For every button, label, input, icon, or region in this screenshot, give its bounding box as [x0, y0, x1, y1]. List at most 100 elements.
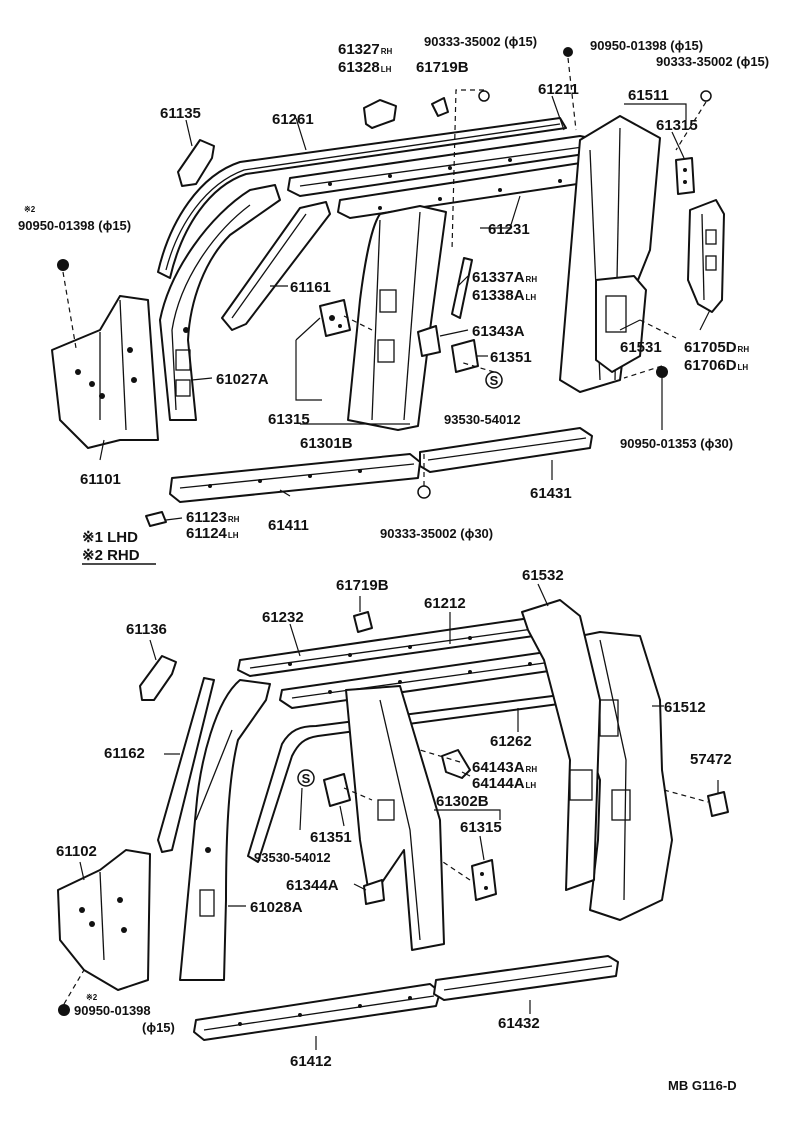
- label-61315-mid: 61315: [268, 411, 310, 428]
- label-61432: 61432: [498, 1015, 540, 1032]
- clip-90950-upper-icon: [563, 47, 573, 57]
- part-61719b-clip-top[interactable]: [431, 97, 449, 117]
- lower-labels: 61719B 61532 61232 61212 61136 61512 612…: [56, 567, 737, 1093]
- label-61351-low: 61351: [310, 829, 352, 846]
- legend-lhd: ※1 LHD: [82, 529, 138, 546]
- label-61101: 61101: [80, 471, 121, 488]
- label-61431: 61431: [530, 485, 572, 502]
- legend-rhd: ※2 RHD: [82, 547, 140, 564]
- label-61102: 61102: [56, 843, 97, 860]
- label-61511: 61511: [628, 87, 669, 104]
- part-61431-rear-rocker[interactable]: [419, 427, 593, 473]
- clip-90950-left-icon: [57, 259, 69, 271]
- part-61301b-center-pillar[interactable]: [347, 205, 447, 431]
- label-61162: 61162: [104, 745, 145, 762]
- label-61327: 61327RH: [338, 41, 392, 58]
- label-61261: 61261: [272, 111, 314, 128]
- label-clip-90333-upper-a: 90333-35002 (ϕ15): [424, 34, 537, 49]
- label-61719b-low: 61719B: [336, 577, 389, 594]
- label-bolt-low: 93530-54012: [254, 850, 331, 865]
- part-61135-bracket[interactable]: [177, 139, 215, 187]
- label-clip-90950-01353: 90950-01353 (ϕ30): [620, 436, 733, 451]
- label-61232: 61232: [262, 609, 304, 626]
- label-64144a: 64144ALH: [472, 775, 536, 792]
- label-61211: 61211: [538, 81, 579, 98]
- label-61123: 61123RH: [186, 509, 240, 526]
- drawing-code: MB G116-D: [668, 1078, 737, 1093]
- clip-90333-upper-b-icon: [700, 90, 712, 102]
- label-61338a: 61338ALH: [472, 287, 536, 304]
- label-61028a: 61028A: [250, 899, 303, 916]
- bolt-93530-54012-low-icon: [297, 769, 315, 787]
- upper-assembly: S: [51, 47, 725, 527]
- part-61123-plug[interactable]: [145, 511, 167, 527]
- label-61315-low: 61315: [460, 819, 502, 836]
- clip-90950-01353-icon: [656, 366, 668, 378]
- part-61337a-pillar-strip[interactable]: [451, 257, 473, 319]
- label-61328: 61328LH: [338, 59, 392, 76]
- bolt-symbol-s-low: S: [302, 771, 311, 786]
- part-61412-rocker[interactable]: [193, 983, 441, 1041]
- part-61532-quarter-inner[interactable]: [521, 599, 601, 891]
- label-61302b: 61302B: [436, 793, 489, 810]
- label-bolt-top: 93530-54012: [444, 412, 521, 427]
- part-61719b-clip-low[interactable]: [353, 611, 373, 633]
- part-61315-low-plate[interactable]: [471, 859, 497, 901]
- part-57472-bracket[interactable]: [707, 791, 729, 817]
- part-61344a-brace[interactable]: [363, 879, 385, 905]
- label-61706d: 61706DLH: [684, 357, 748, 374]
- part-61351-bracket[interactable]: [451, 339, 479, 373]
- label-61719b-top: 61719B: [416, 59, 469, 76]
- part-61351-low-bracket[interactable]: [323, 773, 351, 807]
- part-61302b-center-pillar[interactable]: [345, 685, 445, 951]
- clip-90333-bottom-icon: [417, 485, 431, 499]
- lower-assembly: S: [57, 583, 729, 1050]
- part-61327-bracket[interactable]: [363, 99, 397, 129]
- part-61343a-brace[interactable]: [417, 325, 441, 357]
- label-61212: 61212: [424, 595, 466, 612]
- legend: ※1 LHD ※2 RHD: [82, 529, 156, 565]
- clip-90950-low-left-icon: [58, 1004, 70, 1016]
- label-64143a: 64143ARH: [472, 759, 537, 776]
- part-61028a-front-pillar[interactable]: [179, 679, 271, 981]
- label-clip-90333-upper-b: 90333-35002 (ϕ15): [656, 54, 769, 69]
- part-61531-quarter-inner[interactable]: [595, 275, 647, 373]
- label-61337a: 61337ARH: [472, 269, 537, 286]
- label-61351-top: 61351: [490, 349, 532, 366]
- part-61162-pillar-strip[interactable]: [157, 677, 215, 853]
- label-61344a: 61344A: [286, 877, 339, 894]
- clip-90333-upper-a-icon: [478, 90, 490, 102]
- label-star2-top: ※2: [24, 205, 36, 214]
- label-61136: 61136: [126, 621, 167, 638]
- upper-labels: 61327RH 61328LH 61719B 90333-35002 (ϕ15)…: [18, 34, 769, 542]
- label-clip-90333-bottom: 90333-35002 (ϕ30): [380, 526, 493, 541]
- label-61124: 61124LH: [186, 525, 239, 542]
- label-61315-top: 61315: [656, 117, 698, 134]
- label-61135: 61135: [160, 105, 201, 122]
- part-61261-roof-side-rail[interactable]: [157, 117, 567, 279]
- bolt-symbol-s: S: [490, 373, 499, 388]
- part-61161-pillar-reinforcement[interactable]: [221, 201, 331, 331]
- label-61231: 61231: [488, 221, 530, 238]
- part-61101-cowl-side[interactable]: [51, 295, 159, 449]
- part-61315-top-plate[interactable]: [675, 157, 695, 195]
- label-61411: 61411: [268, 517, 309, 534]
- label-clip-90950-left: 90950-01398 (ϕ15): [18, 218, 131, 233]
- label-61343a: 61343A: [472, 323, 525, 340]
- label-61705d: 61705DRH: [684, 339, 749, 356]
- label-61161: 61161: [290, 279, 331, 296]
- label-61412: 61412: [290, 1053, 332, 1070]
- label-clip-90950-low-left-size: (ϕ15): [142, 1020, 175, 1035]
- part-61136-bracket[interactable]: [139, 655, 177, 701]
- label-61027a: 61027A: [216, 371, 269, 388]
- label-57472: 57472: [690, 751, 732, 768]
- label-61531: 61531: [620, 339, 662, 356]
- label-clip-90950-upper: 90950-01398 (ϕ15): [590, 38, 703, 53]
- label-61301b: 61301B: [300, 435, 353, 452]
- label-clip-90950-low-left: 90950-01398: [74, 1003, 151, 1018]
- part-61411-rocker[interactable]: [169, 453, 421, 503]
- part-61102-cowl-side[interactable]: [57, 849, 151, 991]
- label-61512: 61512: [664, 699, 706, 716]
- label-61532: 61532: [522, 567, 564, 584]
